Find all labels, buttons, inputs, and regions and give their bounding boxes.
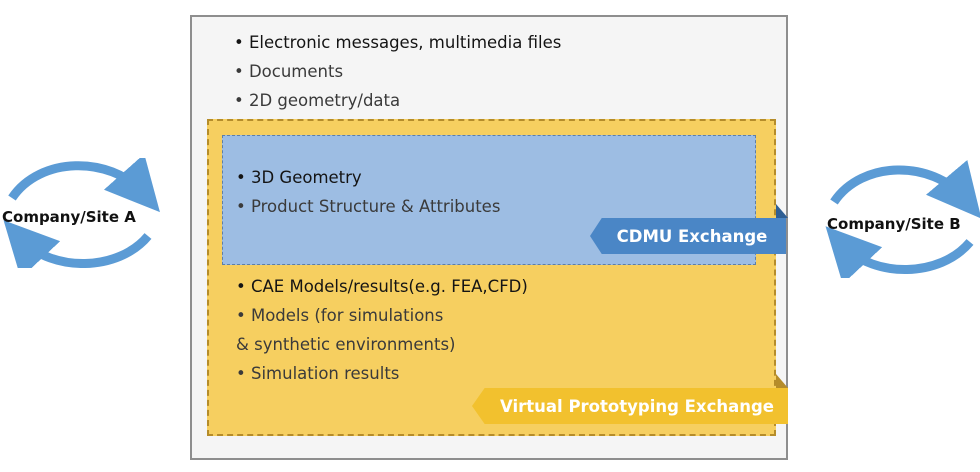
list-item: • Electronic messages, multimedia files [234,33,562,52]
company-site-b-label: Company/Site B [827,215,961,233]
cycle-arrows-icon [3,158,160,268]
cdmu-exchange-list: • 3D Geometry • Product Structure & Attr… [236,163,500,221]
list-item: • 2D geometry/data [234,91,401,110]
cycle-arrows-icon [825,159,980,278]
list-item: • Documents [234,62,344,81]
virtual-prototyping-exchange-tag: Virtual Prototyping Exchange [472,388,788,424]
list-item: • CAE Models/results(e.g. FEA,CFD) [236,277,528,296]
company-site-a-label: Company/Site A [2,208,136,226]
list-item: • Simulation results [236,364,400,383]
list-item: • Models (for simulations [236,306,444,325]
virtual-prototyping-list: • CAE Models/results(e.g. FEA,CFD) • Mod… [236,272,528,388]
list-item: • Product Structure & Attributes [236,197,501,216]
outer-exchange-list: • Electronic messages, multimedia files … [234,28,561,115]
cdmu-exchange-tag: CDMU Exchange [590,218,786,254]
list-item: • 3D Geometry [236,168,362,187]
list-item: & synthetic environments) [236,335,456,354]
